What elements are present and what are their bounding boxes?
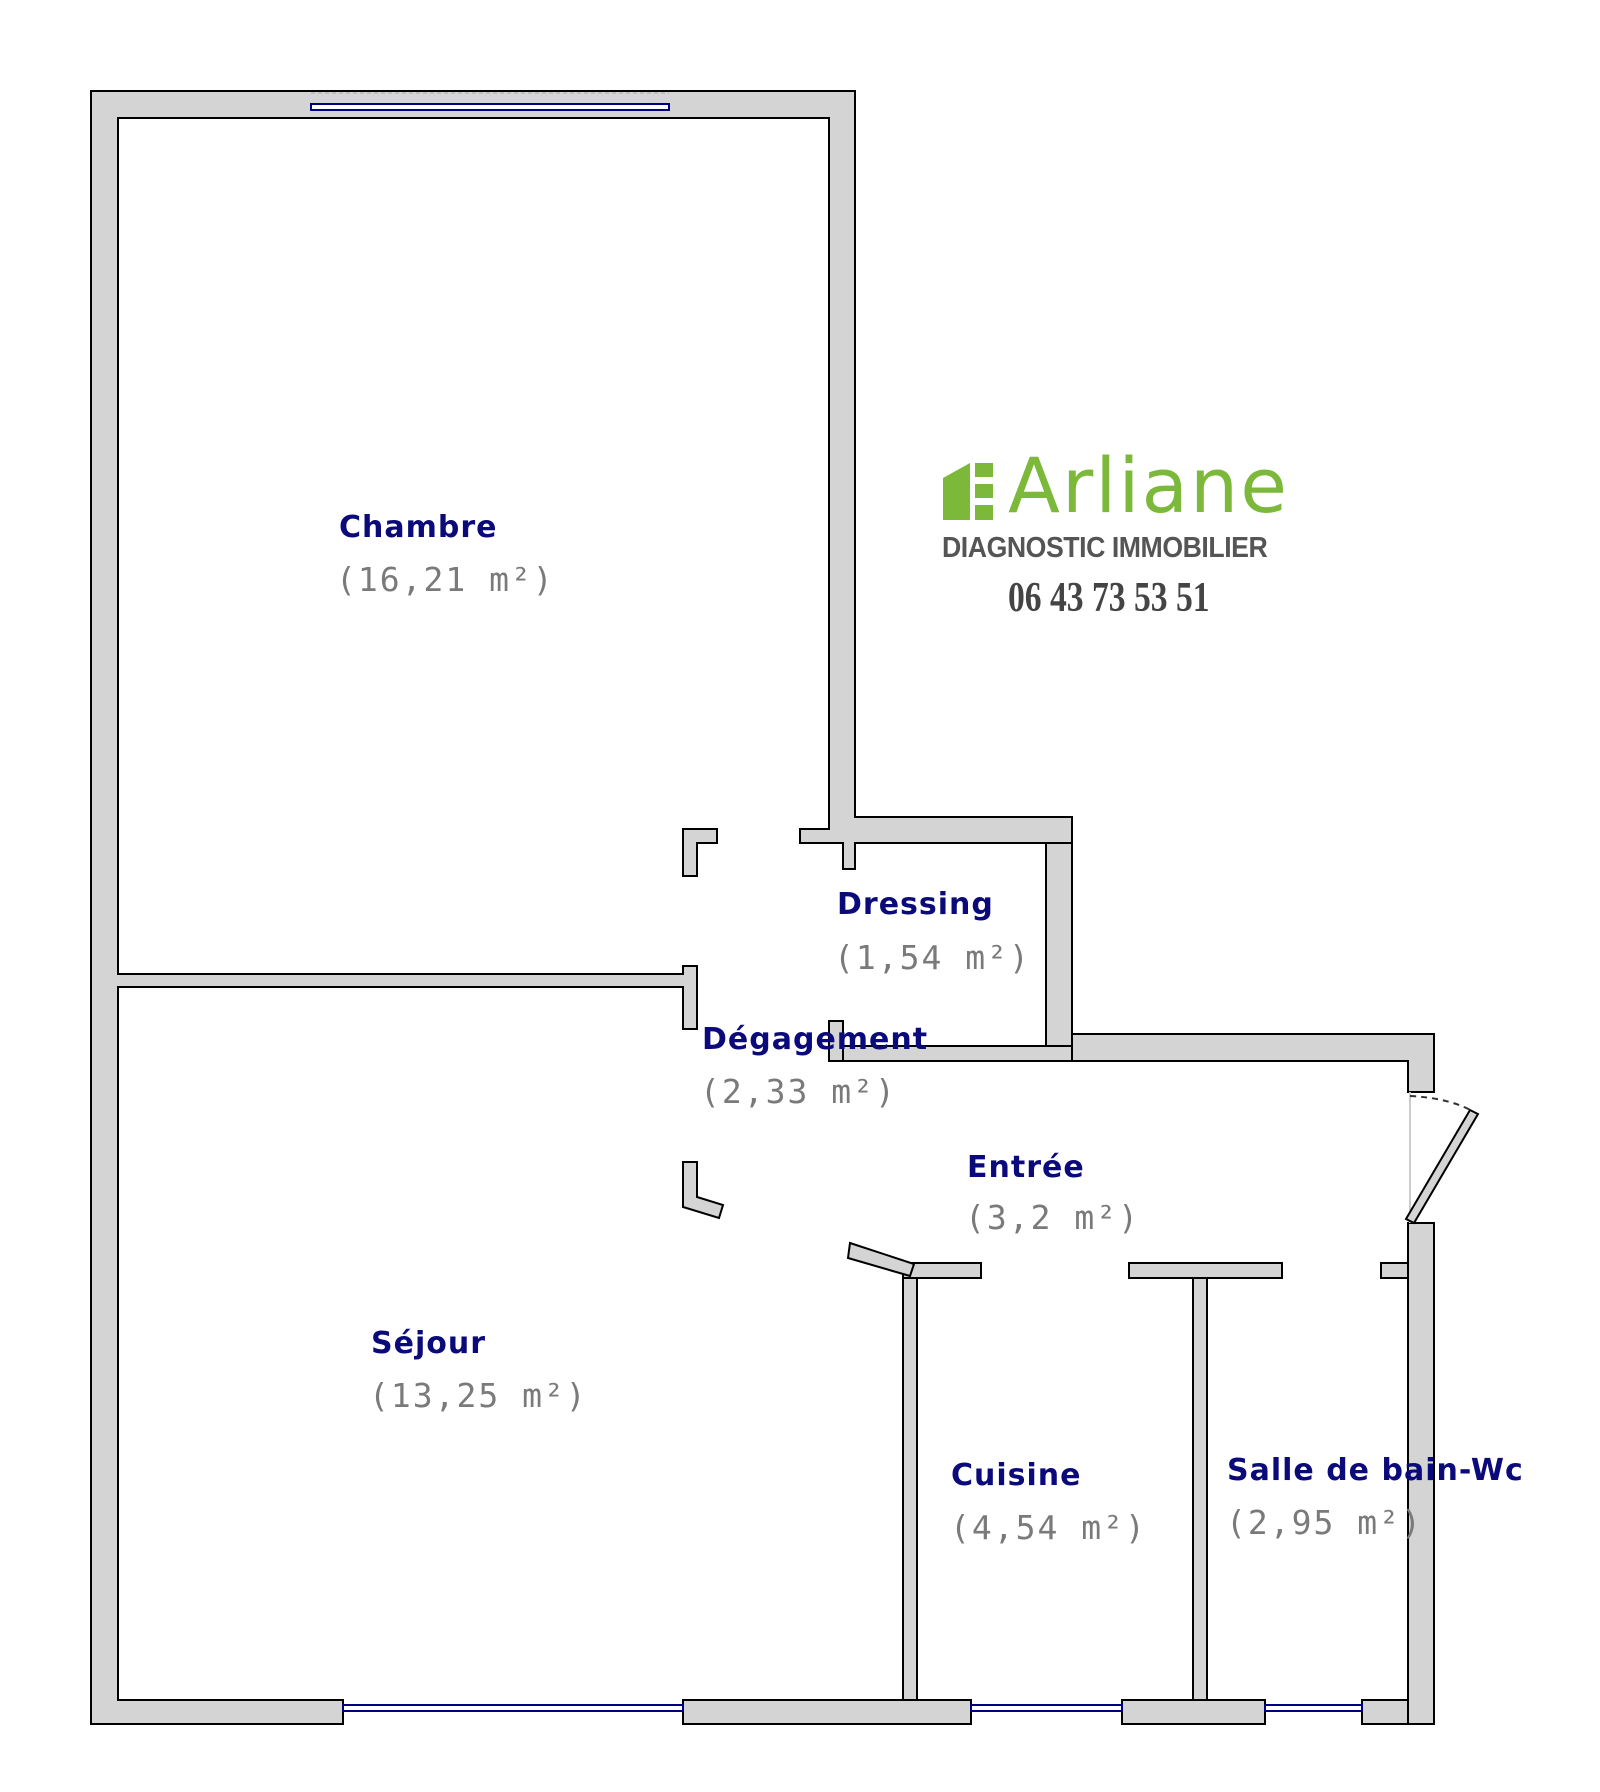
room-name: Dégagement [702, 1022, 929, 1057]
logo-tagline: DIAGNOSTIC IMMOBILIER [942, 532, 1268, 564]
window [1264, 1704, 1363, 1712]
window [310, 103, 670, 111]
bottom-wall [1121, 1699, 1266, 1725]
window [342, 1704, 684, 1712]
kitchen-bath-wall [1192, 1265, 1208, 1701]
window [970, 1704, 1123, 1712]
wall-stub [828, 1020, 844, 1062]
outer-wall [90, 90, 1435, 1725]
right-wall [1407, 1222, 1435, 1725]
room-area: (4,54 m²) [950, 1508, 1147, 1547]
room-area: (2,95 m²) [1226, 1503, 1423, 1542]
room-area: (13,25 m²) [369, 1376, 588, 1415]
wall-stub [902, 1262, 982, 1279]
room-name: Chambre [339, 510, 498, 545]
wall-stub [1380, 1262, 1409, 1279]
room-name: Dressing [837, 887, 994, 922]
room-name: Cuisine [951, 1458, 1082, 1493]
door-swing [1409, 1095, 1475, 1113]
room-name: Entrée [967, 1150, 1085, 1185]
door-jamb [682, 1161, 725, 1220]
logo-phone: 06 43 73 53 51 [1008, 575, 1210, 621]
dressing-right-wall [1045, 842, 1073, 1047]
room-name: Salle de bain-Wc [1227, 1453, 1524, 1488]
logo-brand: Arliane [1008, 441, 1289, 530]
logo-house-icon [943, 463, 993, 520]
wall-stub [1128, 1262, 1283, 1279]
room-area: (2,33 m²) [700, 1072, 897, 1111]
room-area: (16,21 m²) [336, 560, 555, 599]
door-leaf [1404, 1108, 1480, 1225]
bottom-wall [682, 1699, 972, 1725]
angled-wall [846, 1241, 916, 1278]
door-jamb [682, 828, 718, 877]
kitchen-left-wall [902, 1265, 918, 1701]
room-name: Séjour [371, 1326, 486, 1361]
room-area: (1,54 m²) [834, 938, 1031, 977]
room-area: (3,2 m²) [965, 1198, 1140, 1237]
